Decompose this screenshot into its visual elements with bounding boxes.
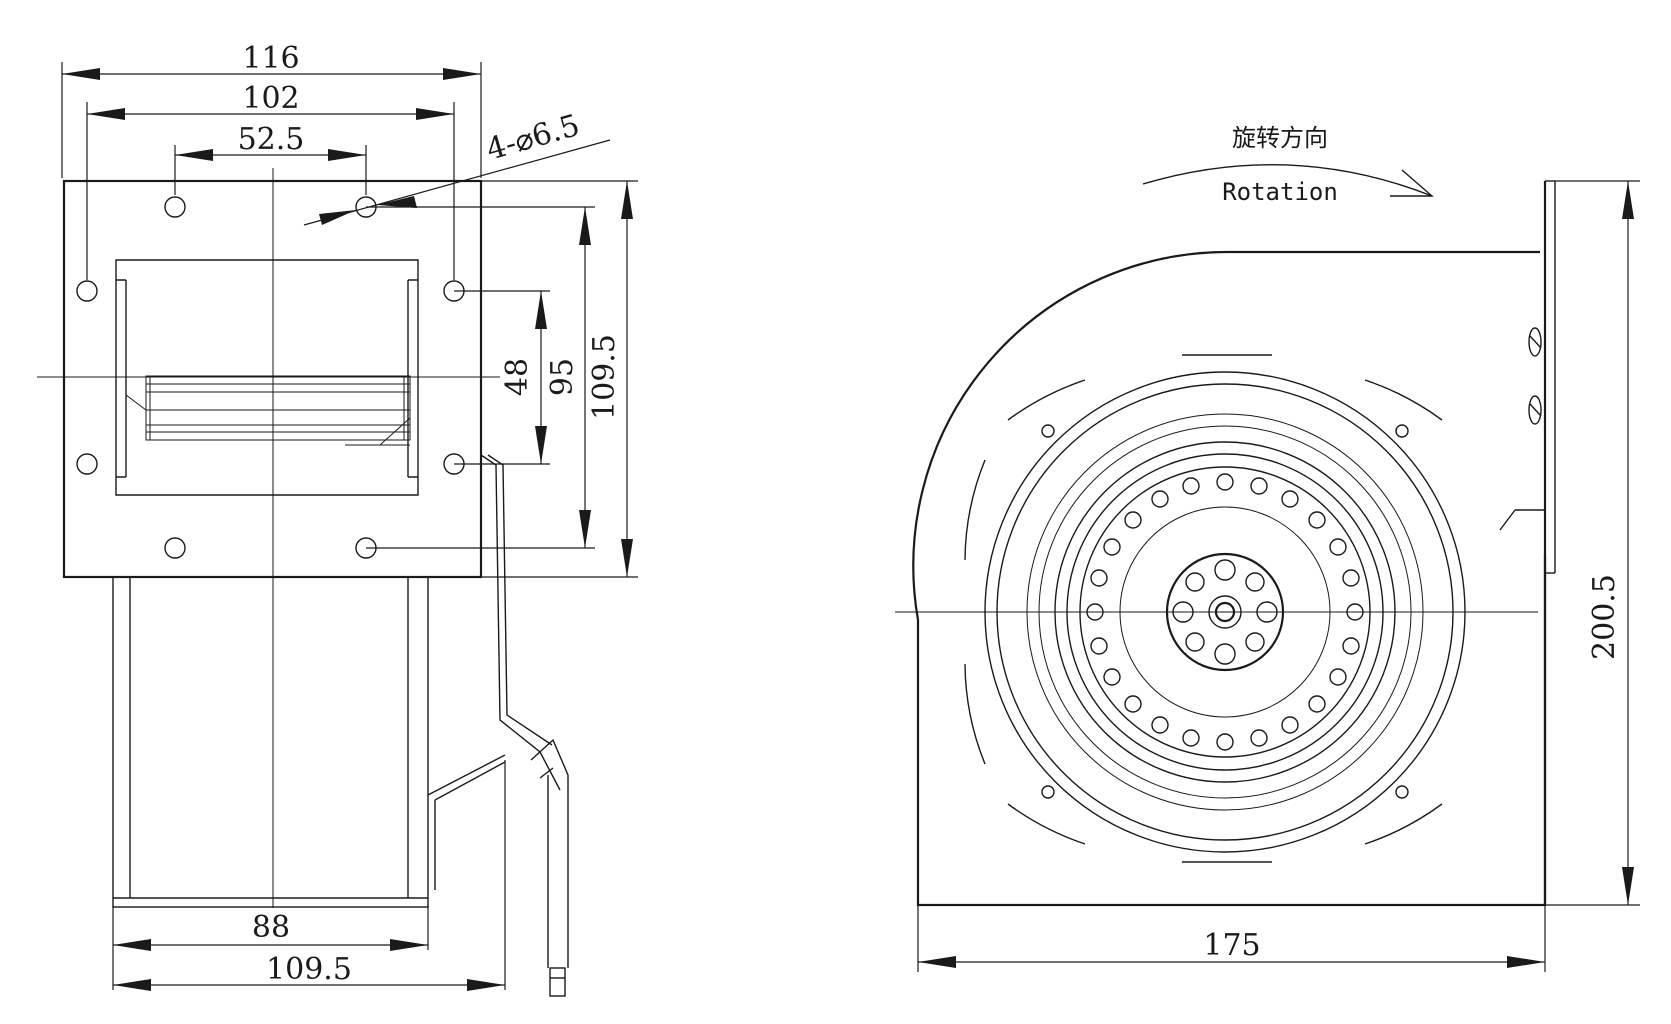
side-view: 116 102 52.5 4-⌀6.5 — [37, 41, 638, 997]
volute-housing — [912, 180, 1556, 907]
hidden-arcs — [964, 354, 1443, 863]
dim-flange-width — [61, 62, 482, 178]
dim-vertical-inner-label: 48 — [500, 358, 535, 396]
rotation-arrow — [1142, 163, 1434, 197]
mount-hole — [76, 280, 98, 302]
dim-housing-width-label: 88 — [252, 910, 290, 945]
dim-hole-spacing-inner — [174, 145, 367, 195]
dim-flange-width-label: 116 — [242, 41, 299, 76]
dim-width-label: 175 — [1203, 928, 1260, 963]
reference-dots — [1041, 424, 1409, 799]
housing-body-side — [112, 576, 506, 908]
dim-width — [917, 905, 1546, 972]
dim-height-label: 200.5 — [1587, 574, 1622, 660]
dim-vertical-outer-label: 109.5 — [587, 334, 622, 420]
dim-hole-spacing-outer-label: 102 — [242, 81, 299, 116]
dim-vertical-outer — [481, 180, 638, 578]
outlet-opening — [115, 259, 419, 496]
mount-hole — [76, 453, 98, 475]
dim-housing-width — [112, 905, 429, 990]
rotation-label-en: Rotation — [1222, 178, 1338, 206]
front-view: 旋转方向 Rotation — [895, 124, 1640, 972]
power-cable — [480, 454, 569, 997]
dim-vertical-mid — [366, 206, 595, 549]
mount-hole — [164, 537, 186, 559]
center-lines-side — [37, 168, 500, 908]
dim-hole-spacing-outer — [86, 102, 455, 280]
flange-holes — [76, 196, 465, 559]
dim-hole-spacing-inner-label: 52.5 — [238, 122, 305, 157]
rotor-vents — [1086, 473, 1364, 751]
dim-overall-depth-label: 109.5 — [266, 952, 352, 987]
flange-slots — [1528, 327, 1542, 425]
dim-vertical-mid-label: 95 — [545, 358, 580, 396]
dim-vertical-inner — [454, 290, 550, 465]
mount-hole — [164, 196, 186, 218]
impeller-blades-side — [125, 375, 411, 446]
dim-height — [1545, 180, 1640, 906]
dim-overall-depth — [113, 760, 506, 991]
hole-callout-leader — [303, 139, 611, 226]
rotation-label-cn: 旋转方向 — [1232, 124, 1328, 152]
hole-callout-label: 4-⌀6.5 — [483, 108, 584, 168]
